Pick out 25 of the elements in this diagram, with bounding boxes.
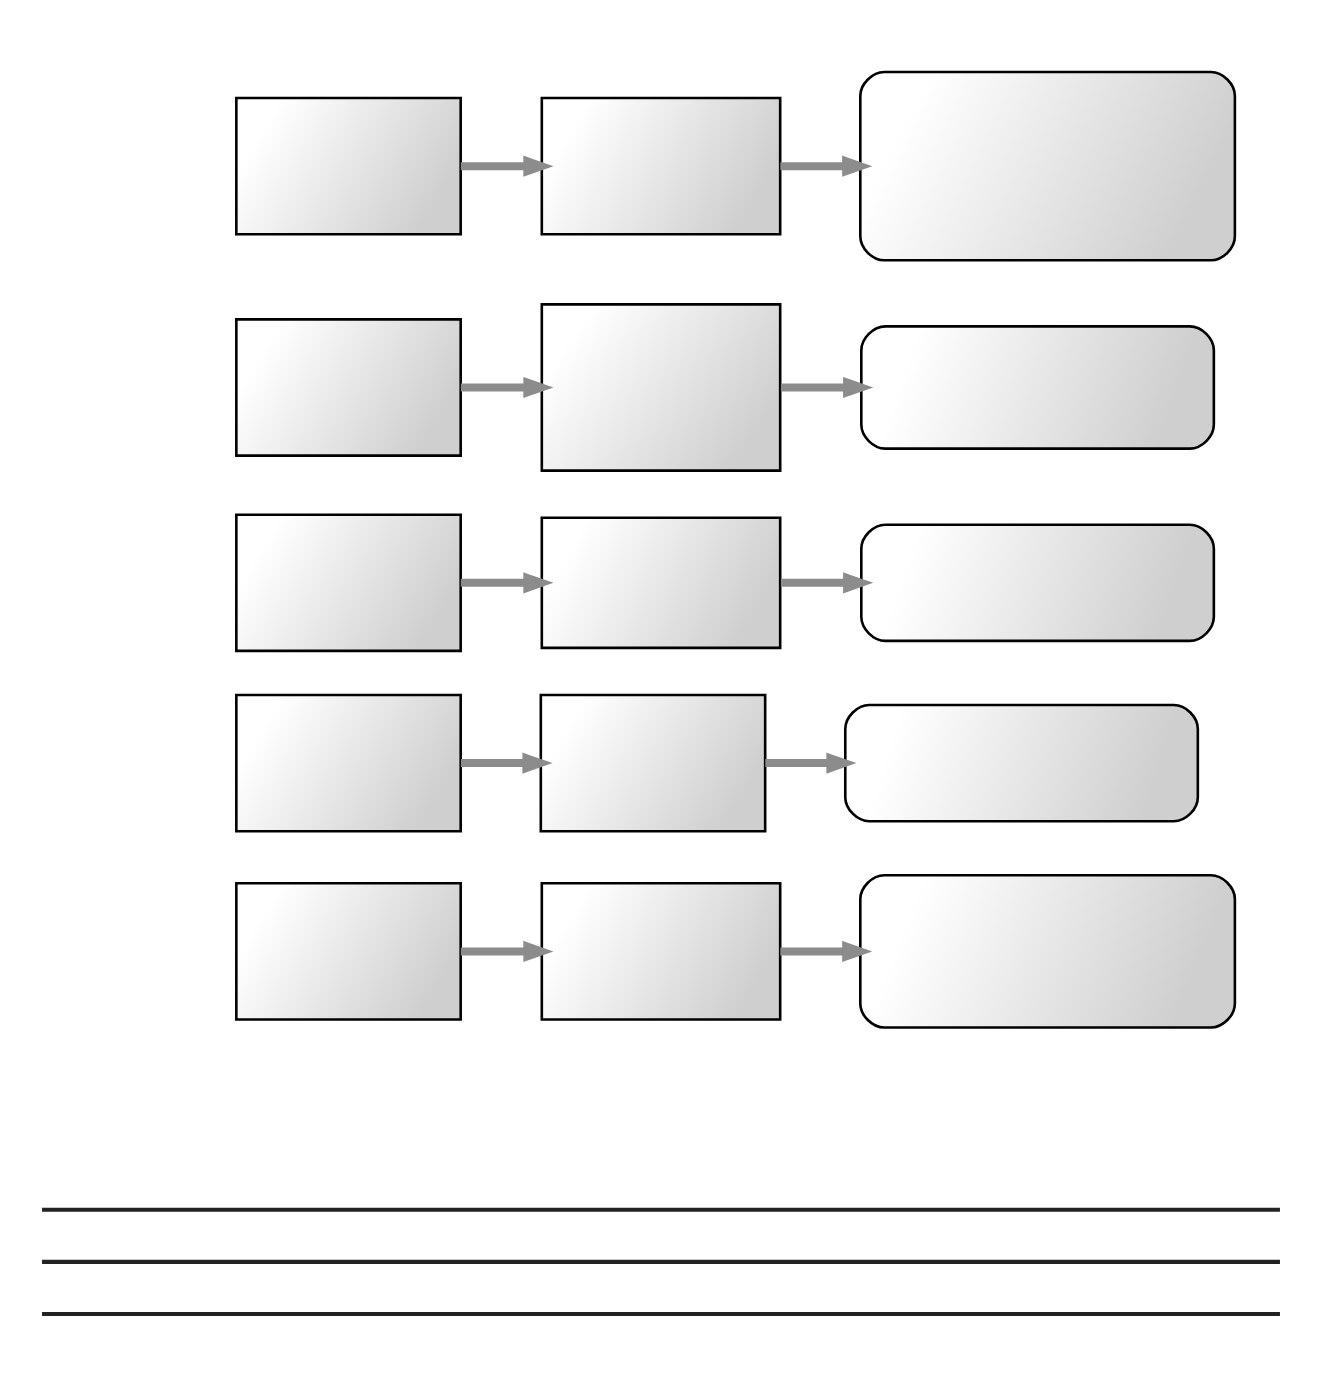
arrow xyxy=(764,752,856,774)
arrow xyxy=(459,376,553,399)
node-rounded xyxy=(858,70,1236,262)
node-box xyxy=(234,513,461,653)
node-rounded xyxy=(843,703,1199,823)
arrow xyxy=(779,940,872,962)
arrow xyxy=(459,752,552,774)
node-box xyxy=(539,882,781,1021)
arrow xyxy=(779,155,872,177)
node-rounded xyxy=(859,325,1215,450)
arrow xyxy=(459,155,553,177)
node-rounded xyxy=(859,523,1215,643)
node-box xyxy=(234,96,461,236)
arrow xyxy=(459,940,553,962)
arrow xyxy=(779,572,873,594)
arrow xyxy=(779,376,873,399)
node-box xyxy=(234,693,461,833)
node-box xyxy=(539,96,781,236)
arrow xyxy=(459,572,553,594)
node-rounded xyxy=(858,874,1236,1029)
node-box xyxy=(539,516,781,650)
node-box xyxy=(538,693,766,833)
node-box xyxy=(234,318,461,457)
node-box xyxy=(234,882,461,1021)
node-box xyxy=(539,303,781,472)
